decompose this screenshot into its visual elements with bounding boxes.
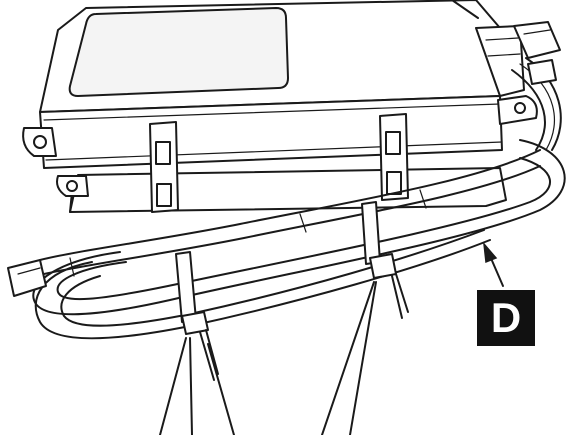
module-lower-housing bbox=[56, 167, 507, 213]
connector-port bbox=[475, 25, 525, 97]
callout-d-box: D bbox=[477, 290, 535, 346]
housing-clip-left bbox=[149, 121, 179, 213]
control-module bbox=[22, 0, 538, 213]
leader-line-top bbox=[451, 0, 479, 19]
module-label-panel bbox=[68, 7, 289, 97]
right-mounting-tab bbox=[497, 95, 538, 125]
cable-tie-right bbox=[361, 201, 409, 319]
harness-plug bbox=[7, 259, 47, 297]
leader-lines-bottom bbox=[159, 281, 377, 435]
cable-tie-left bbox=[175, 251, 219, 381]
callout-d-arrow bbox=[482, 241, 504, 287]
upper-mounting-tab bbox=[22, 127, 57, 157]
housing-clip-right bbox=[379, 113, 409, 201]
callout-d-label: D bbox=[490, 294, 522, 341]
plug-connector bbox=[513, 21, 561, 85]
